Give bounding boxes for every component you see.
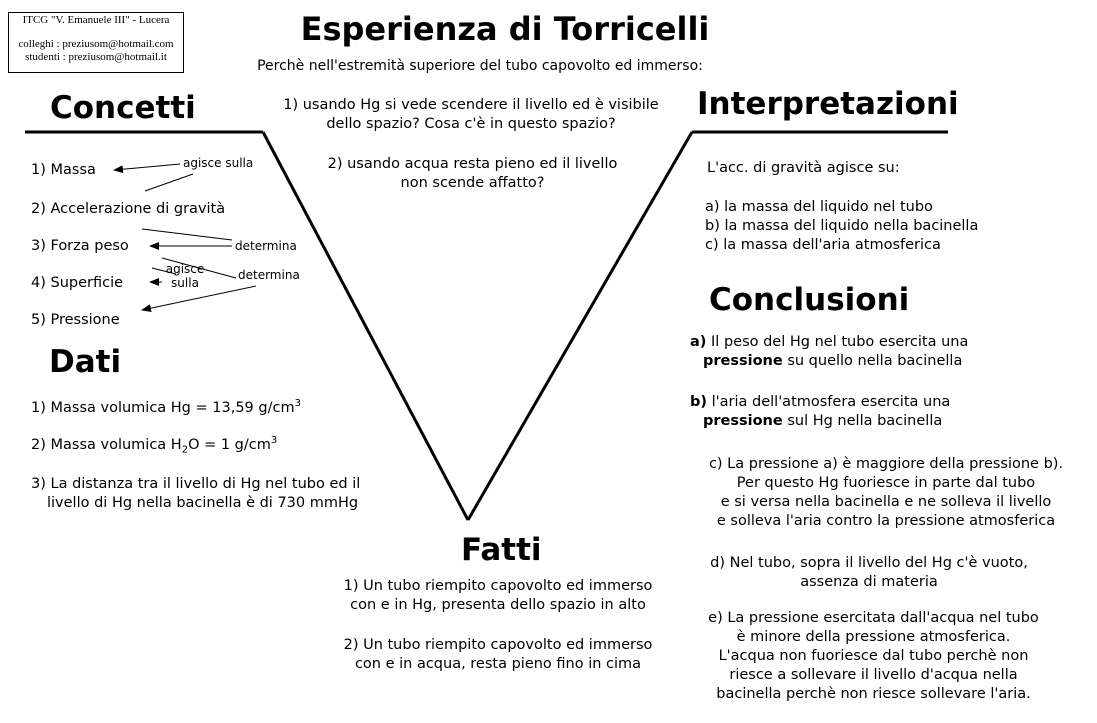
conclusione-e-line-5: bacinella perchè non riesce sollevare l'…: [716, 686, 1031, 702]
question-2-line-2: non scende affatto?: [400, 175, 545, 191]
dati-title: Dati: [49, 344, 122, 380]
conclusione-a-line-1: Il peso del Hg nel tubo esercita una: [706, 334, 969, 350]
link-accelerazione-determina: [141, 228, 233, 241]
conclusione-b-label: b): [690, 394, 708, 410]
fatti-title: Fatti: [461, 532, 542, 568]
fatto-1: 1) Un tubo riempito capovolto ed immerso…: [318, 577, 678, 615]
interpretazione-b: b) la massa del liquido nella bacinella: [705, 218, 979, 234]
colleghi-email: colleghi : preziusom@hotmail.com: [18, 38, 174, 50]
dato-2-exponent: 3: [270, 435, 278, 446]
link-superficie-agisce: [151, 267, 177, 275]
concept-accelerazione: 2) Accelerazione di gravità: [31, 201, 226, 217]
question-2: 2) usando acqua resta pieno ed il livell…: [290, 155, 655, 193]
fatto-1-line-1: 1) Un tubo riempito capovolto ed immerso: [343, 578, 653, 594]
vee-left-arm: [261, 131, 470, 521]
conclusione-a-bold: pressione: [703, 353, 783, 369]
arrow-agisce-to-massa: [113, 163, 181, 174]
interpretazione-a: a) la massa del liquido nel tubo: [705, 199, 933, 215]
conclusione-b-bold: pressione: [703, 413, 783, 429]
interpretazione-c: c) la massa dell'aria atmosferica: [705, 237, 941, 253]
vee-right-arm: [466, 131, 694, 521]
conclusione-e-line-2: è minore della pressione atmosferica.: [736, 629, 1011, 645]
conclusione-c-line-1: c) La pressione a) è maggiore della pres…: [708, 456, 1064, 472]
interpretazioni-list: a) la massa del liquido nel tubo b) la m…: [705, 198, 978, 255]
conclusione-a-line-2: su quello nella bacinella: [782, 353, 963, 369]
dato-1-exponent: 3: [294, 398, 301, 409]
interpretazioni-title: Interpretazioni: [697, 86, 959, 122]
dato-2-text-2: O = 1 g/cm: [188, 436, 271, 453]
conclusione-d-line-1: d) Nel tubo, sopra il livello del Hg c'è…: [710, 555, 1028, 571]
concept-forza-peso: 3) Forza peso: [31, 238, 129, 254]
dato-3: 3) La distanza tra il livello di Hg nel …: [31, 475, 360, 513]
annotation-determina-1: determina: [235, 239, 297, 253]
school-info-box: ITCG "V. Emanuele III" - Lucera colleghi…: [8, 12, 184, 73]
dato-2: 2) Massa volumica H2O = 1 g/cm3: [31, 435, 277, 456]
annotation-agisce-sulla-2: agisce sulla: [160, 262, 210, 290]
arrow-determina-to-pressione: [141, 285, 257, 313]
dato-3-line-2: livello di Hg nella bacinella è di 730 m…: [47, 495, 359, 511]
conclusione-c-line-3: e si versa nella bacinella e ne solleva …: [720, 494, 1052, 510]
page-title: Esperienza di Torricelli: [300, 10, 710, 48]
dato-1-text: 1) Massa volumica Hg = 13,59 g/cm: [31, 399, 295, 416]
question-2-line-1: 2) usando acqua resta pieno ed il livell…: [327, 156, 618, 172]
conclusioni-title: Conclusioni: [709, 282, 910, 318]
studenti-email: studenti : preziusom@hotmail.it: [25, 51, 167, 63]
conclusione-e: e) La pressione esercitata dall'acqua ne…: [686, 609, 1061, 704]
school-name: ITCG "V. Emanuele III" - Lucera: [22, 14, 170, 26]
fatto-1-line-2: con e in Hg, presenta dello spazio in al…: [350, 597, 646, 613]
question-1-line-2: dello spazio? Cosa c'è in questo spazio?: [326, 116, 616, 132]
conclusione-c-line-2: Per questo Hg fuoriesce in parte dal tub…: [736, 475, 1036, 491]
annotation-sulla: sulla: [171, 276, 199, 290]
dato-1: 1) Massa volumica Hg = 13,59 g/cm3: [31, 398, 301, 416]
conclusione-e-line-3: L'acqua non fuoriesce dal tubo perchè no…: [718, 648, 1029, 664]
fatto-2-line-2: con e in acqua, resta pieno fino in cima: [354, 656, 642, 672]
annotation-agisce: agisce: [165, 262, 205, 276]
conclusione-d: d) Nel tubo, sopra il livello del Hg c'è…: [688, 554, 1050, 592]
link-accelerazione-agisce: [144, 173, 194, 192]
question-1-line-1: 1) usando Hg si vede scendere il livello…: [283, 97, 659, 113]
dato-2-text: 2) Massa volumica H: [31, 436, 182, 453]
conclusione-c-line-4: e solleva l'aria contro la pressione atm…: [716, 513, 1056, 529]
conclusione-b-line-1: l'aria dell'atmosfera esercita una: [707, 394, 951, 410]
concetti-title: Concetti: [50, 90, 196, 126]
link-forza-determina: [161, 257, 237, 279]
annotation-agisce-sulla: agisce sulla: [183, 156, 254, 170]
concept-massa: 1) Massa: [31, 162, 96, 178]
conclusione-a: a) Il peso del Hg nel tubo esercita una …: [690, 333, 968, 371]
main-question: Perchè nell'estremità superiore del tubo…: [257, 58, 703, 74]
question-1: 1) usando Hg si vede scendere il livello…: [255, 96, 687, 134]
conclusione-a-label: a): [690, 334, 707, 350]
conclusione-b: b) l'aria dell'atmosfera esercita una pr…: [690, 393, 950, 431]
conclusione-e-line-4: riesce a sollevare il livello d'acqua ne…: [729, 667, 1018, 683]
fatto-2-line-1: 2) Un tubo riempito capovolto ed immerso: [343, 637, 653, 653]
fatto-2: 2) Un tubo riempito capovolto ed immerso…: [318, 636, 678, 674]
conclusione-c: c) La pressione a) è maggiore della pres…: [686, 455, 1086, 531]
conclusione-e-line-1: e) La pressione esercitata dall'acqua ne…: [708, 610, 1039, 626]
conclusione-d-line-2: assenza di materia: [800, 574, 938, 590]
conclusione-b-line-2: sul Hg nella bacinella: [782, 413, 943, 429]
concept-superficie: 4) Superficie: [31, 275, 124, 291]
concept-pressione: 5) Pressione: [31, 312, 120, 328]
annotation-determina-2: determina: [238, 268, 300, 282]
dato-2-subscript: 2: [181, 444, 189, 456]
dato-3-line-1: 3) La distanza tra il livello di Hg nel …: [31, 476, 361, 492]
interpretazioni-intro: L'acc. di gravità agisce su:: [707, 160, 900, 176]
